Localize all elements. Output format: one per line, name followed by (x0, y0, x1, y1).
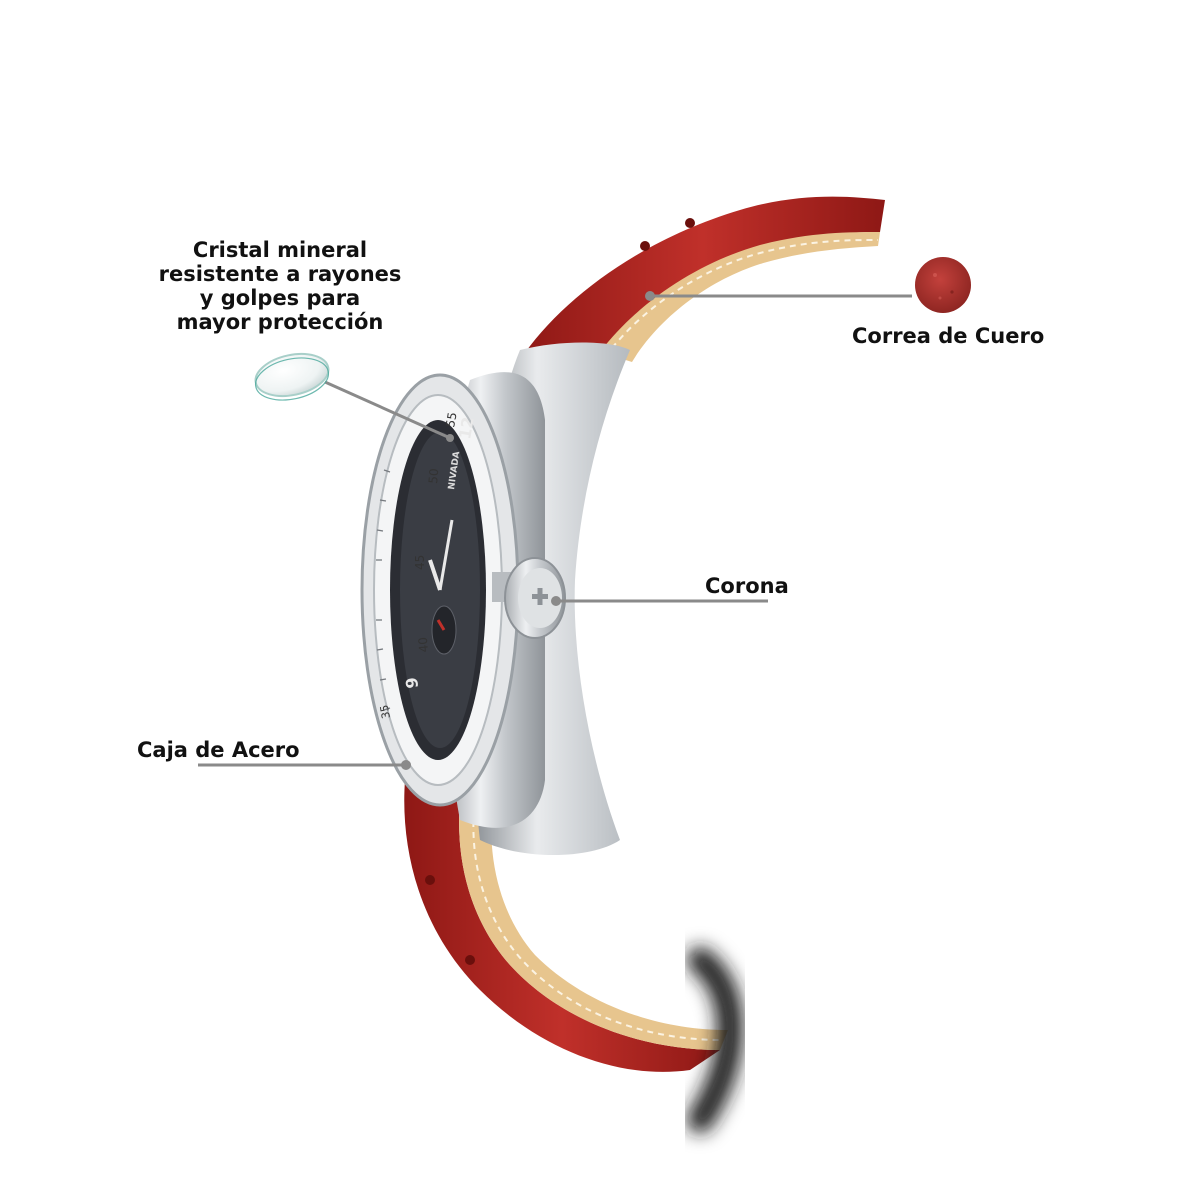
crystal-callout-line: mayor protección (176, 310, 384, 334)
dial-markings: 55 50 45 40 35 12 9 NIVADA (378, 411, 478, 720)
crystal-callout-line: resistente a rayones (158, 262, 402, 286)
crystal-sample-icon (254, 352, 330, 401)
dial-number: 12 (455, 415, 478, 440)
crystal-callout-line: y golpes para (199, 286, 361, 310)
bezel-number: 50 (426, 468, 441, 484)
upper-strap (520, 196, 885, 370)
dial-number: 9 (402, 677, 422, 690)
bezel-number: 55 (443, 411, 459, 428)
leader-lines (198, 294, 912, 767)
bezel-number: 45 (413, 555, 427, 570)
watch-case (360, 342, 630, 855)
leather-swatch-icon (915, 257, 971, 313)
crown-callout-label: Corona (705, 574, 789, 598)
crystal-callout-label: Cristal mineral resistente a rayones y g… (150, 238, 410, 334)
crystal-callout-line: Cristal mineral (192, 238, 368, 262)
strap-callout-label: Correa de Cuero (852, 324, 1045, 348)
case-callout-label: Caja de Acero (137, 738, 300, 762)
bezel-number: 40 (416, 637, 431, 653)
bezel-number: 35 (378, 704, 393, 720)
crown (492, 557, 566, 639)
buckle (687, 947, 743, 1133)
